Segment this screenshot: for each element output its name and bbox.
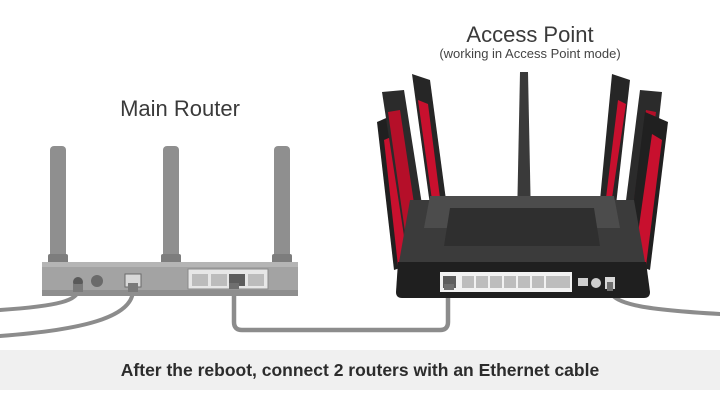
caption-bar: After the reboot, connect 2 routers with… [0, 350, 720, 390]
caption-text: After the reboot, connect 2 routers with… [120, 359, 600, 380]
access-point-label: Access Point [466, 22, 594, 47]
main-router [42, 146, 298, 296]
access-point-sublabel: (working in Access Point mode) [439, 46, 621, 61]
main-router-antenna-1 [50, 146, 66, 266]
ap-usb-port [578, 278, 588, 286]
main-router-power-button [91, 275, 103, 287]
main-router-antenna-3 [274, 146, 290, 266]
access-point-router [377, 72, 668, 298]
ethernet-cable-link [231, 282, 451, 333]
ap-power-button [591, 278, 601, 288]
wan-cable-main-router [0, 288, 135, 338]
main-router-label: Main Router [120, 96, 240, 121]
main-router-antenna-2 [163, 146, 179, 266]
